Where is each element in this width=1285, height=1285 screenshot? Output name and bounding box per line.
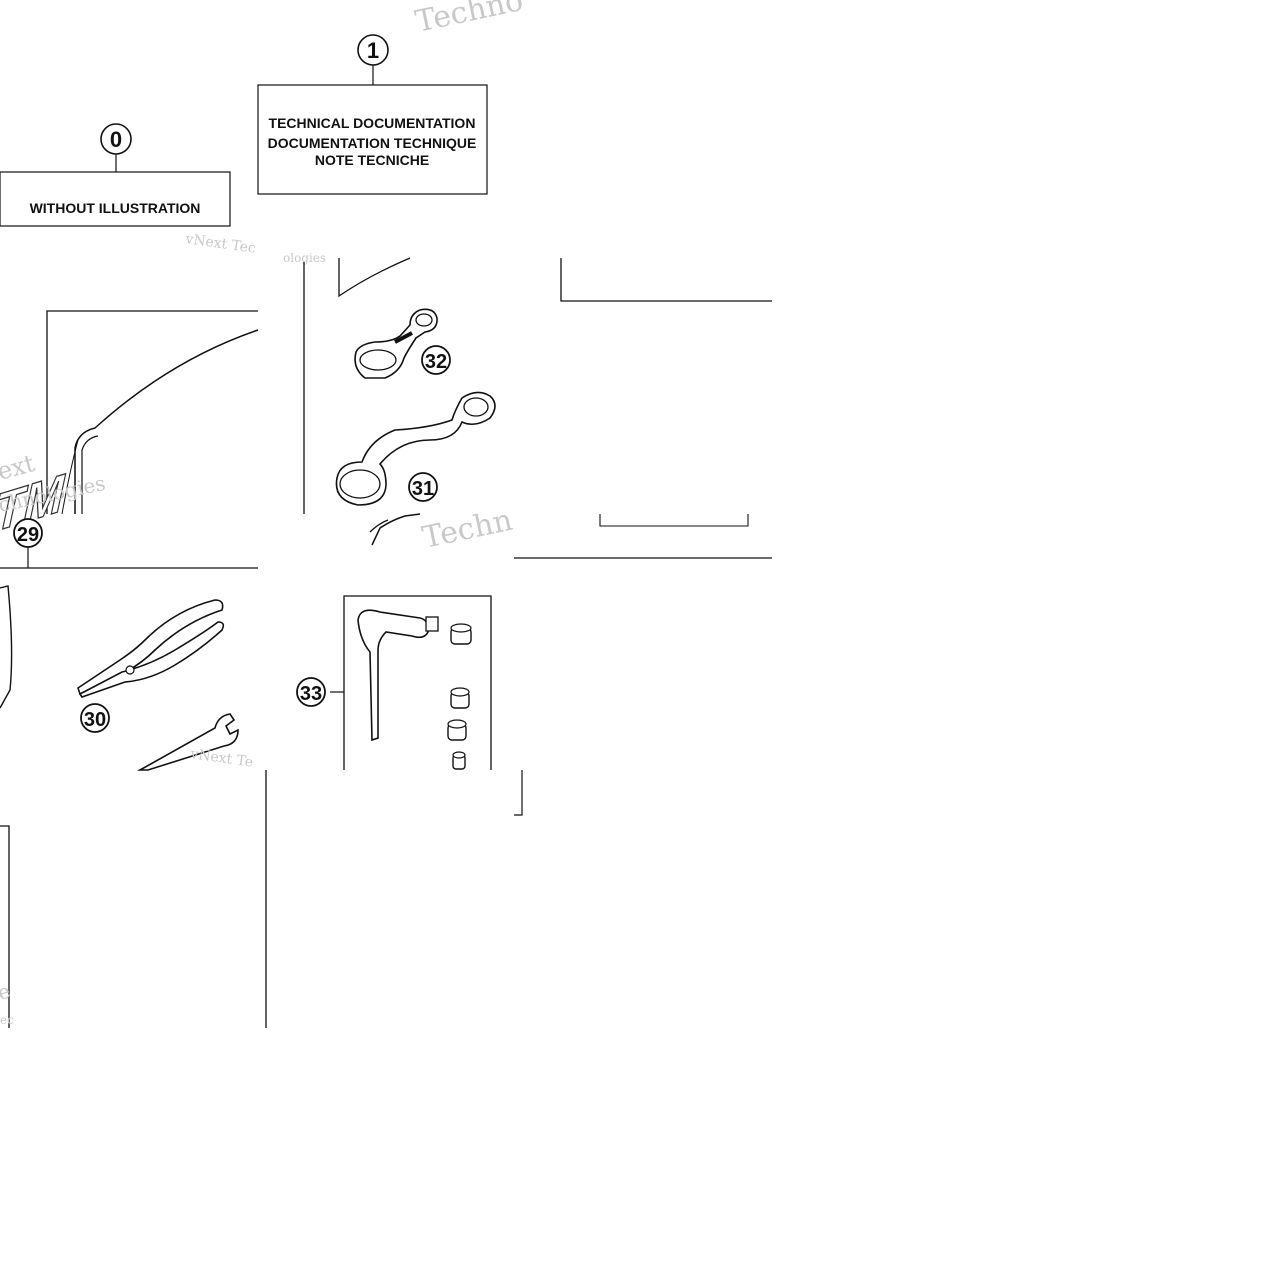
callout-30-number: 30 [84, 709, 106, 731]
callout-0-box [0, 171, 231, 227]
callout-1-number: 1 [367, 38, 379, 63]
callout-29-number: 29 [17, 524, 39, 546]
callout-0-number: 0 [110, 127, 122, 152]
hex-key-set-33 [330, 595, 492, 770]
callout-1-line-1: TECHNICAL DOCUMENTATION [269, 115, 476, 131]
socket-bits [447, 623, 472, 770]
callout-0: 0 WITHOUT ILLUSTRATION [0, 123, 231, 227]
tool-bag-illustration: KTM [0, 310, 259, 554]
watermark-techno-top: Techno [412, 0, 526, 40]
callout-1-line-2: DOCUMENTATION TECHNIQUE [268, 135, 477, 151]
callout-31-number: 31 [412, 478, 434, 500]
spanner-tile: 32 31 [303, 257, 496, 546]
spanner-31 [335, 391, 496, 506]
callout-30: 30 [80, 703, 110, 733]
callout-0-text: WITHOUT ILLUSTRATION [30, 200, 201, 216]
callout-1-box [257, 84, 488, 195]
callout-1: 1 TECHNICAL DOCUMENTATION DOCUMENTATION … [257, 34, 488, 195]
watermark-techn-mid: Techn [419, 503, 515, 556]
callout-32-number: 32 [425, 351, 447, 373]
callout-33: 33 [296, 677, 326, 707]
open-wrench [136, 713, 239, 771]
callout-32: 32 [421, 345, 451, 375]
t-handle [357, 609, 439, 742]
callout-29: 29 [0, 518, 258, 569]
watermark-frag-ec: ec [0, 1013, 14, 1027]
watermark-technologies-b: ologies [283, 251, 326, 265]
spanner-32 [354, 308, 438, 379]
watermark-frag-e: e [0, 979, 13, 1005]
watermark-vnext-2: vNext Te [188, 746, 254, 771]
callout-1-line-3: NOTE TECNICHE [315, 152, 429, 168]
frame-lines-bottom [0, 770, 523, 1028]
callout-33-number: 33 [300, 683, 322, 705]
watermark-vnext-1: vNext Tec [183, 231, 256, 257]
callout-31: 31 [408, 472, 438, 502]
frame-lines-right [514, 258, 772, 559]
pliers-30 [77, 599, 225, 698]
